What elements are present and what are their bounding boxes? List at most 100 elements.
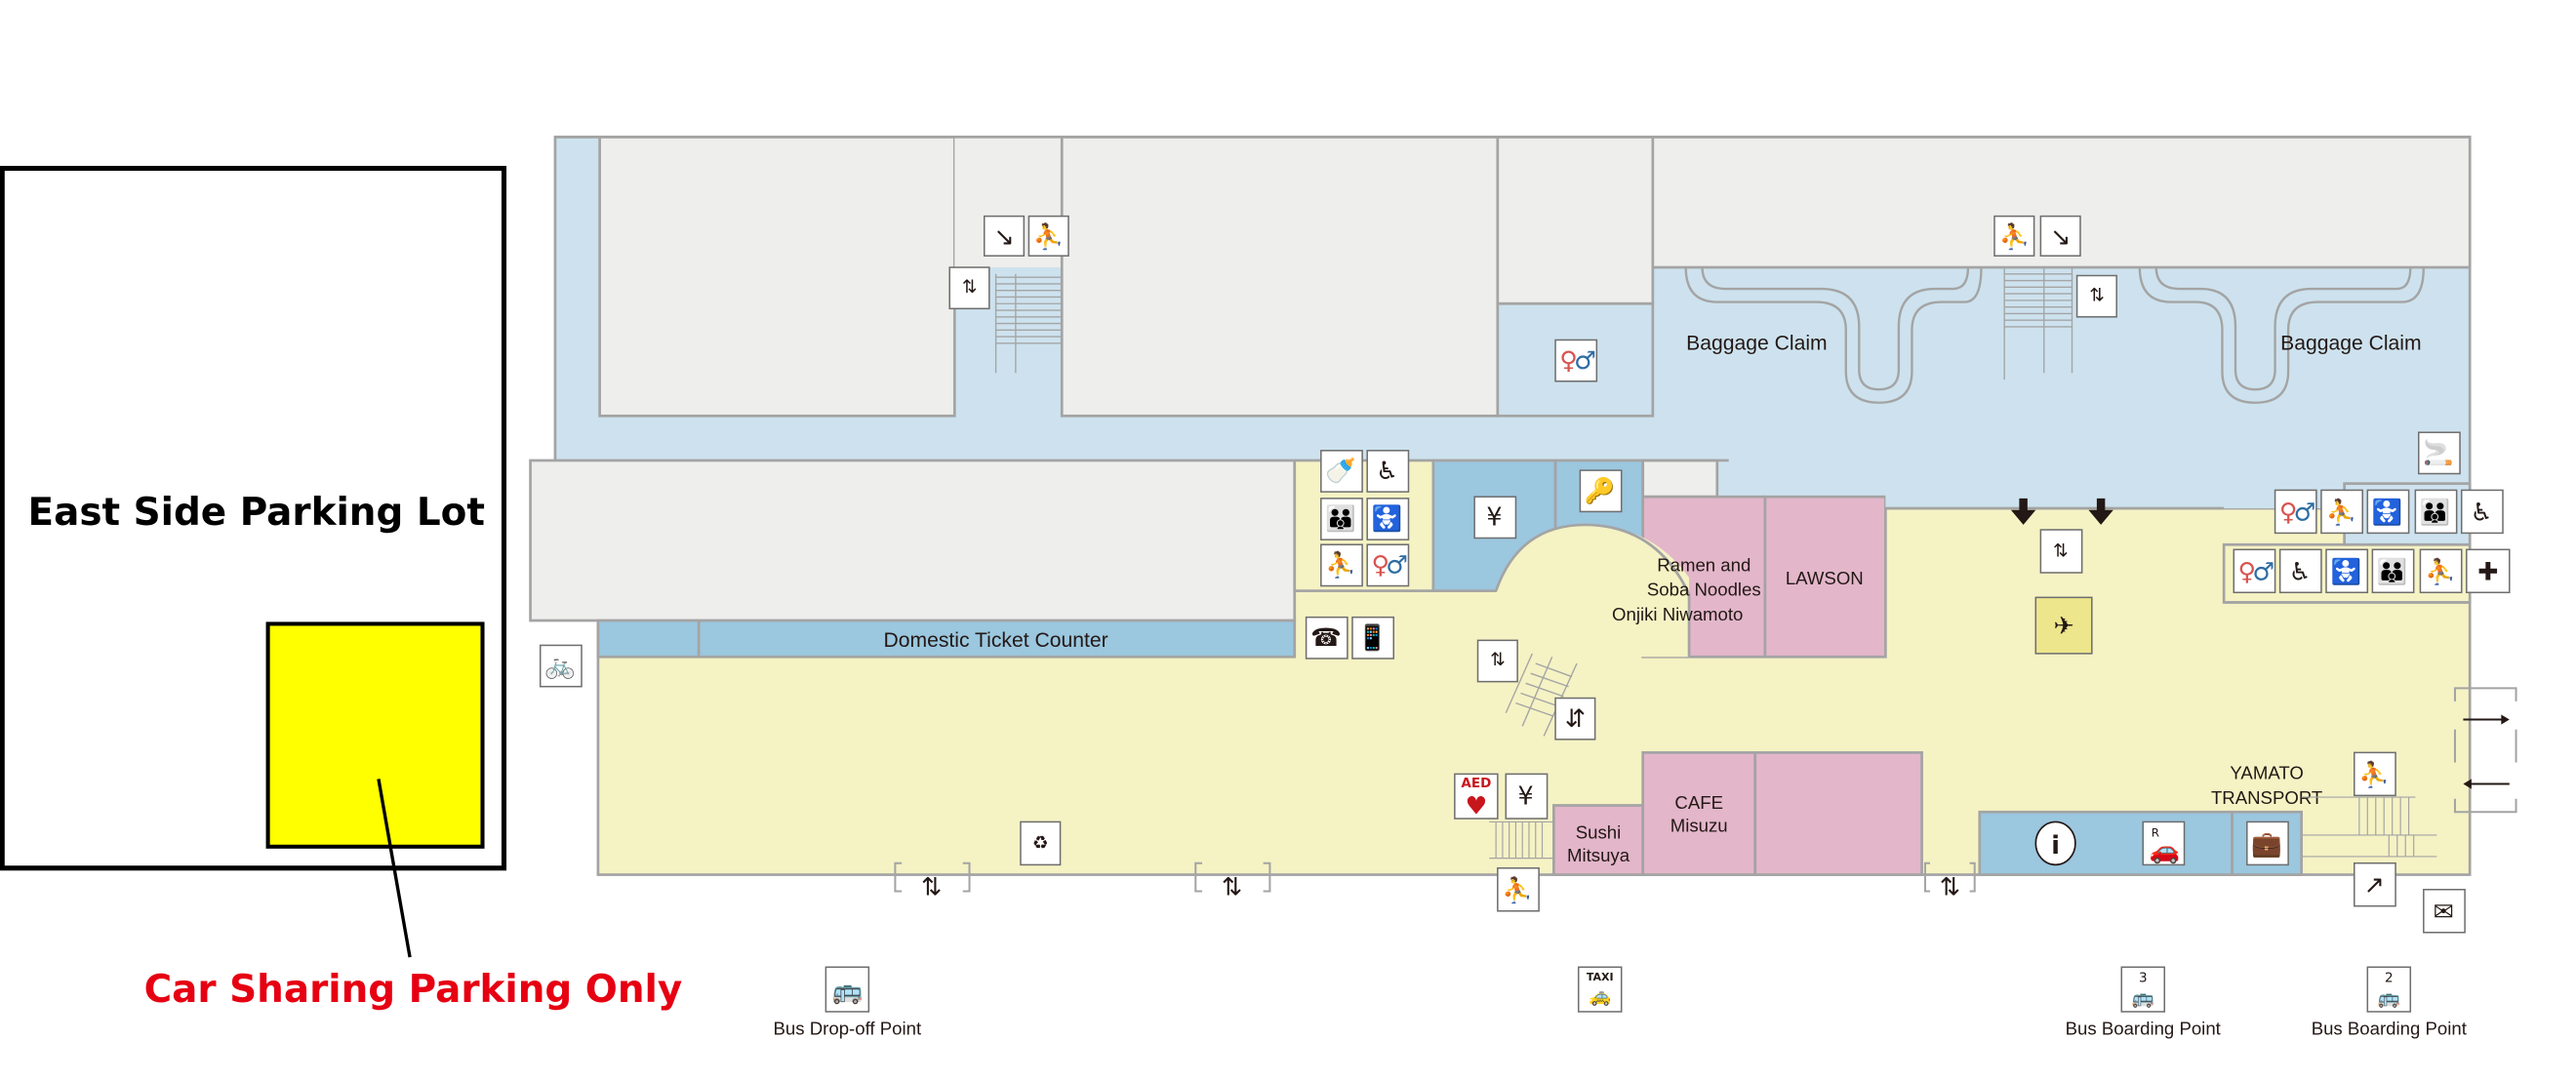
svg-text:🚼: 🚼 bbox=[1372, 503, 1403, 533]
elevator-icon[interactable]: ⇅ bbox=[2075, 274, 2117, 318]
car-sharing-parking-area[interactable] bbox=[265, 621, 485, 849]
information-icon[interactable]: i bbox=[2034, 821, 2076, 866]
escalator-down-icon[interactable]: ↘ bbox=[983, 215, 1026, 257]
escalator-up-icon[interactable]: ↗ bbox=[2354, 861, 2396, 907]
rental-car-icon[interactable]: R🚗 bbox=[2142, 821, 2186, 866]
bus-dropoff-label: Bus Drop-off Point bbox=[774, 1019, 922, 1039]
svg-text:⛹: ⛹ bbox=[1325, 550, 1356, 580]
svg-text:🚬: 🚬 bbox=[2423, 437, 2454, 466]
svg-text:⛹: ⛹ bbox=[1033, 221, 1065, 251]
cooking-oil-recycling-icon[interactable]: ♻ bbox=[1020, 821, 1062, 866]
coin-locker-icon[interactable]: 🔑 bbox=[1579, 469, 1623, 513]
stairs-icon[interactable]: ⛹ bbox=[1993, 215, 2035, 257]
east-side-parking-lot[interactable]: East Side Parking Lot bbox=[0, 166, 507, 871]
bus-boarding-2-icon[interactable]: 2 🚌 bbox=[2366, 966, 2412, 1013]
mobile-charging-icon[interactable]: 📱 bbox=[1351, 616, 1395, 660]
svg-text:⇅: ⇅ bbox=[2089, 285, 2105, 305]
svg-text:♀: ♀ bbox=[1371, 550, 1389, 580]
stairs-south bbox=[1489, 821, 1554, 860]
escalator-up-down-icon[interactable]: ⇵ bbox=[1554, 697, 1596, 741]
changing-table-icon[interactable]: ⛹ bbox=[1320, 543, 1363, 587]
elevator-icon[interactable]: ⇅ bbox=[1476, 639, 1518, 683]
bus-boarding-3-icon[interactable]: 3 🚌 bbox=[2120, 966, 2166, 1013]
svg-text:3: 3 bbox=[2139, 971, 2148, 986]
svg-text:♀: ♀ bbox=[1559, 345, 1578, 375]
bus-boarding-2-label: Bus Boarding Point bbox=[2312, 1019, 2468, 1039]
svg-text:🚲: 🚲 bbox=[544, 651, 576, 680]
entrance-door-3[interactable]: ⇅ bbox=[1923, 861, 1976, 901]
diaper-changing-icon[interactable]: 🚼 bbox=[2325, 548, 2369, 594]
baggage-claim-right-label: Baggage Claim bbox=[2280, 333, 2421, 355]
aed-icon[interactable]: AED ♥ bbox=[1454, 773, 1499, 821]
restroom-icon[interactable]: ♀♂ bbox=[1366, 543, 1410, 587]
svg-text:♂: ♂ bbox=[1386, 550, 1408, 580]
taxi-icon[interactable]: TAXI 🚕 bbox=[1577, 966, 1623, 1013]
baby-bottle-changing-icon[interactable]: 🍼 bbox=[1320, 450, 1363, 493]
door-arrows-icon: ⇅ bbox=[921, 871, 942, 901]
smoking-area-icon[interactable]: 🚬 bbox=[2417, 431, 2461, 475]
shop-unnamed[interactable] bbox=[1753, 751, 1923, 876]
entrance-door-east[interactable] bbox=[2453, 687, 2517, 814]
svg-text:📱: 📱 bbox=[1356, 622, 1388, 652]
restroom-icon[interactable]: ♀♂ bbox=[2233, 548, 2276, 594]
domestic-ticket-counter[interactable] bbox=[596, 619, 1297, 659]
svg-text:⛹: ⛹ bbox=[2358, 759, 2390, 788]
wheelchair-icon[interactable]: ♿ bbox=[2460, 489, 2504, 535]
escalator-down-icon[interactable]: ↘ bbox=[2039, 215, 2081, 257]
atm-icon[interactable]: ¥ bbox=[1473, 496, 1517, 540]
entrance-door-1[interactable]: ⇅ bbox=[894, 861, 971, 901]
elevator-icon[interactable]: ⇅ bbox=[948, 266, 990, 310]
entrance-door-2[interactable]: ⇅ bbox=[1194, 861, 1271, 901]
bus-boarding-3-label: Bus Boarding Point bbox=[2066, 1019, 2222, 1039]
stairs-icon[interactable]: ⛹ bbox=[1497, 867, 1540, 912]
arrivals-icon[interactable]: ✈ bbox=[2034, 596, 2093, 655]
svg-text:👪: 👪 bbox=[1325, 503, 1356, 533]
ramen-label-1: Ramen and bbox=[1657, 554, 1751, 575]
diaper-changing-icon[interactable]: 🚼 bbox=[1366, 498, 1410, 540]
stairs-icon[interactable]: ⛹ bbox=[2354, 751, 2396, 797]
svg-text:⇅: ⇅ bbox=[962, 277, 978, 298]
shop-cafe-misuzu[interactable] bbox=[1641, 751, 1757, 876]
baggage-carousel-right bbox=[2138, 266, 2426, 404]
stairs-baggage bbox=[2003, 267, 2073, 380]
family-toilet-icon[interactable]: 👪 bbox=[2414, 489, 2458, 535]
information-counter[interactable] bbox=[1978, 810, 2234, 876]
restroom-icon[interactable]: ♀♂ bbox=[2274, 489, 2317, 535]
restroom-icon[interactable]: ♀♂ bbox=[1554, 339, 1598, 382]
cafe-label-2: Misuzu bbox=[1670, 816, 1728, 836]
door-arrows-icon: ⇅ bbox=[1940, 871, 1960, 901]
stairs-icon[interactable]: ⛹ bbox=[1027, 215, 1069, 257]
mailbox-icon[interactable]: ✉ bbox=[2423, 889, 2466, 934]
elevator-icon[interactable]: ⇅ bbox=[2039, 529, 2083, 574]
baggage-claim-left-label: Baggage Claim bbox=[1686, 333, 1827, 355]
svg-text:♥: ♥ bbox=[1465, 791, 1487, 821]
restricted-area-1 bbox=[598, 136, 956, 418]
icons: ↘ ⛹ ⇅ ⛹ ↘ ⇅ ♀♂ 🚬 🍼 ♿ 👪 🚼 ⛹ ♀♂ ¥ 🔑 ☎ 📱 🚲 … bbox=[539, 215, 2511, 1013]
lawson-label: LAWSON bbox=[1786, 568, 1864, 588]
svg-text:👪: 👪 bbox=[2377, 556, 2408, 585]
svg-text:↘: ↘ bbox=[993, 221, 1014, 251]
restroom-block-center bbox=[1293, 459, 1435, 592]
domestic-ticket-counter-label: Domestic Ticket Counter bbox=[884, 629, 1108, 652]
bus-dropoff-icon[interactable]: 🚌 bbox=[825, 966, 870, 1013]
diaper-changing-icon[interactable]: 🚼 bbox=[2366, 489, 2410, 535]
sushi-label-2: Mitsuya bbox=[1567, 845, 1630, 865]
stairs-left bbox=[994, 273, 1063, 374]
family-toilet-icon[interactable]: 👪 bbox=[1320, 498, 1363, 540]
bicycle-parking-icon[interactable]: 🚲 bbox=[539, 644, 583, 688]
atm-icon[interactable]: ¥ bbox=[1505, 773, 1549, 820]
wheelchair-icon[interactable]: ♿ bbox=[2278, 548, 2322, 594]
luggage-delivery-icon[interactable]: 💼 bbox=[2246, 821, 2289, 866]
svg-text:🚼: 🚼 bbox=[2372, 497, 2403, 526]
lobby-arc-wall bbox=[1494, 523, 1691, 595]
wheelchair-icon[interactable]: ♿ bbox=[1366, 450, 1410, 493]
shop-lawson[interactable] bbox=[1763, 495, 1887, 659]
svg-text:↗: ↗ bbox=[2363, 870, 2384, 900]
ostomate-icon[interactable]: ✚ bbox=[2466, 548, 2511, 594]
family-toilet-icon[interactable]: 👪 bbox=[2371, 548, 2415, 594]
changing-table-icon[interactable]: ⛹ bbox=[2419, 548, 2463, 594]
svg-text:2: 2 bbox=[2385, 971, 2394, 986]
changing-table-icon[interactable]: ⛹ bbox=[2320, 489, 2363, 535]
telephone-icon[interactable]: ☎ bbox=[1305, 616, 1348, 660]
